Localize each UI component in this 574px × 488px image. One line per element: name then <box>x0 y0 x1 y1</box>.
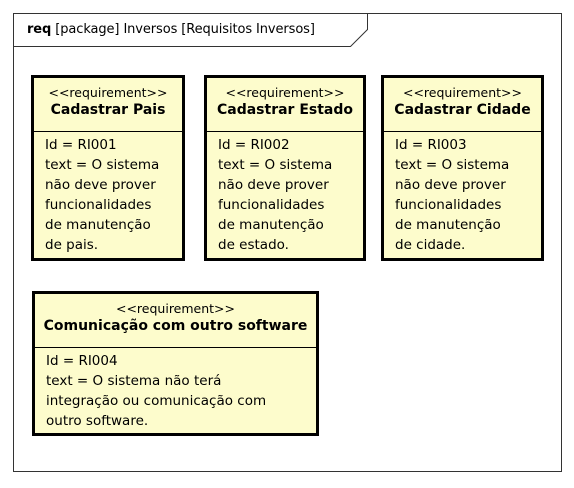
requirement-body: Id = RI001 text = O sistema não deve pro… <box>34 132 182 255</box>
requirement-stereotype: <<requirement>> <box>402 85 523 100</box>
diagram-frame <box>13 13 562 472</box>
requirement-text-line: outro software. <box>46 413 149 429</box>
frame-tab-outline <box>13 13 368 47</box>
requirement-stereotype: <<requirement>> <box>48 85 168 100</box>
requirement-name: Cadastrar Estado <box>216 102 354 118</box>
requirement-text-line: de pais. <box>45 237 99 253</box>
requirement-name: Cadastrar Pais <box>50 102 166 118</box>
requirement-header: <<requirement>> Cadastrar Cidade <box>384 78 541 132</box>
requirement-text-line: de manutenção <box>395 217 501 233</box>
requirement-text-line: funcionalidades <box>395 197 502 213</box>
requirement-name: Comunicação com outro software <box>43 318 308 334</box>
requirement-text-line: integração ou comunicação com <box>46 393 267 409</box>
requirement-text-line: não deve prover <box>395 177 506 193</box>
requirement-body: Id = RI002 text = O sistema não deve pro… <box>207 132 363 255</box>
requirement-text-line: text = O sistema <box>218 157 333 173</box>
requirement-text-line: de manutenção <box>45 217 151 233</box>
requirement-cadastrar-pais[interactable]: <<requirement>> Cadastrar Pais Id = RI00… <box>31 75 185 261</box>
requirement-name: Cadastrar Cidade <box>394 102 531 118</box>
requirement-header: <<requirement>> Cadastrar Estado <box>207 78 363 132</box>
requirement-text-line: Id = RI004 <box>46 353 118 369</box>
requirement-text-line: text = O sistema <box>395 157 510 173</box>
requirement-text-line: de estado. <box>218 237 289 253</box>
requirement-text-line: não deve prover <box>45 177 156 193</box>
requirement-text-line: não deve prover <box>218 177 329 193</box>
frame-name: [package] Inversos [Requisitos Inversos] <box>55 22 315 37</box>
requirement-cadastrar-estado[interactable]: <<requirement>> Cadastrar Estado Id = RI… <box>204 75 366 261</box>
requirement-stereotype: <<requirement>> <box>225 85 345 100</box>
requirement-text-line: Id = RI003 <box>395 137 467 153</box>
frame-keyword: req <box>27 22 52 37</box>
requirement-text-line: Id = RI001 <box>45 137 117 153</box>
requirement-text-line: text = O sistema não terá <box>46 373 222 389</box>
requirement-cadastrar-cidade[interactable]: <<requirement>> Cadastrar Cidade Id = RI… <box>381 75 544 261</box>
requirement-text-line: funcionalidades <box>45 197 152 213</box>
frame-title: req [package] Inversos [Requisitos Inver… <box>27 22 315 37</box>
requirement-text-line: funcionalidades <box>218 197 325 213</box>
requirement-comunicacao-com-outro-software[interactable]: <<requirement>> Comunicação com outro so… <box>32 291 319 436</box>
requirement-text-line: Id = RI002 <box>218 137 290 153</box>
requirement-header: <<requirement>> Comunicação com outro so… <box>35 294 316 348</box>
requirement-stereotype: <<requirement>> <box>115 301 236 316</box>
requirement-body: Id = RI003 text = O sistema não deve pro… <box>384 132 541 255</box>
requirement-text-line: de manutenção <box>218 217 324 233</box>
requirement-text-line: text = O sistema <box>45 157 160 173</box>
requirement-header: <<requirement>> Cadastrar Pais <box>34 78 182 132</box>
requirement-text-line: de cidade. <box>395 237 466 253</box>
frame-title-tab: req [package] Inversos [Requisitos Inver… <box>13 13 368 47</box>
requirement-body: Id = RI004 text = O sistema não terá int… <box>35 348 316 431</box>
